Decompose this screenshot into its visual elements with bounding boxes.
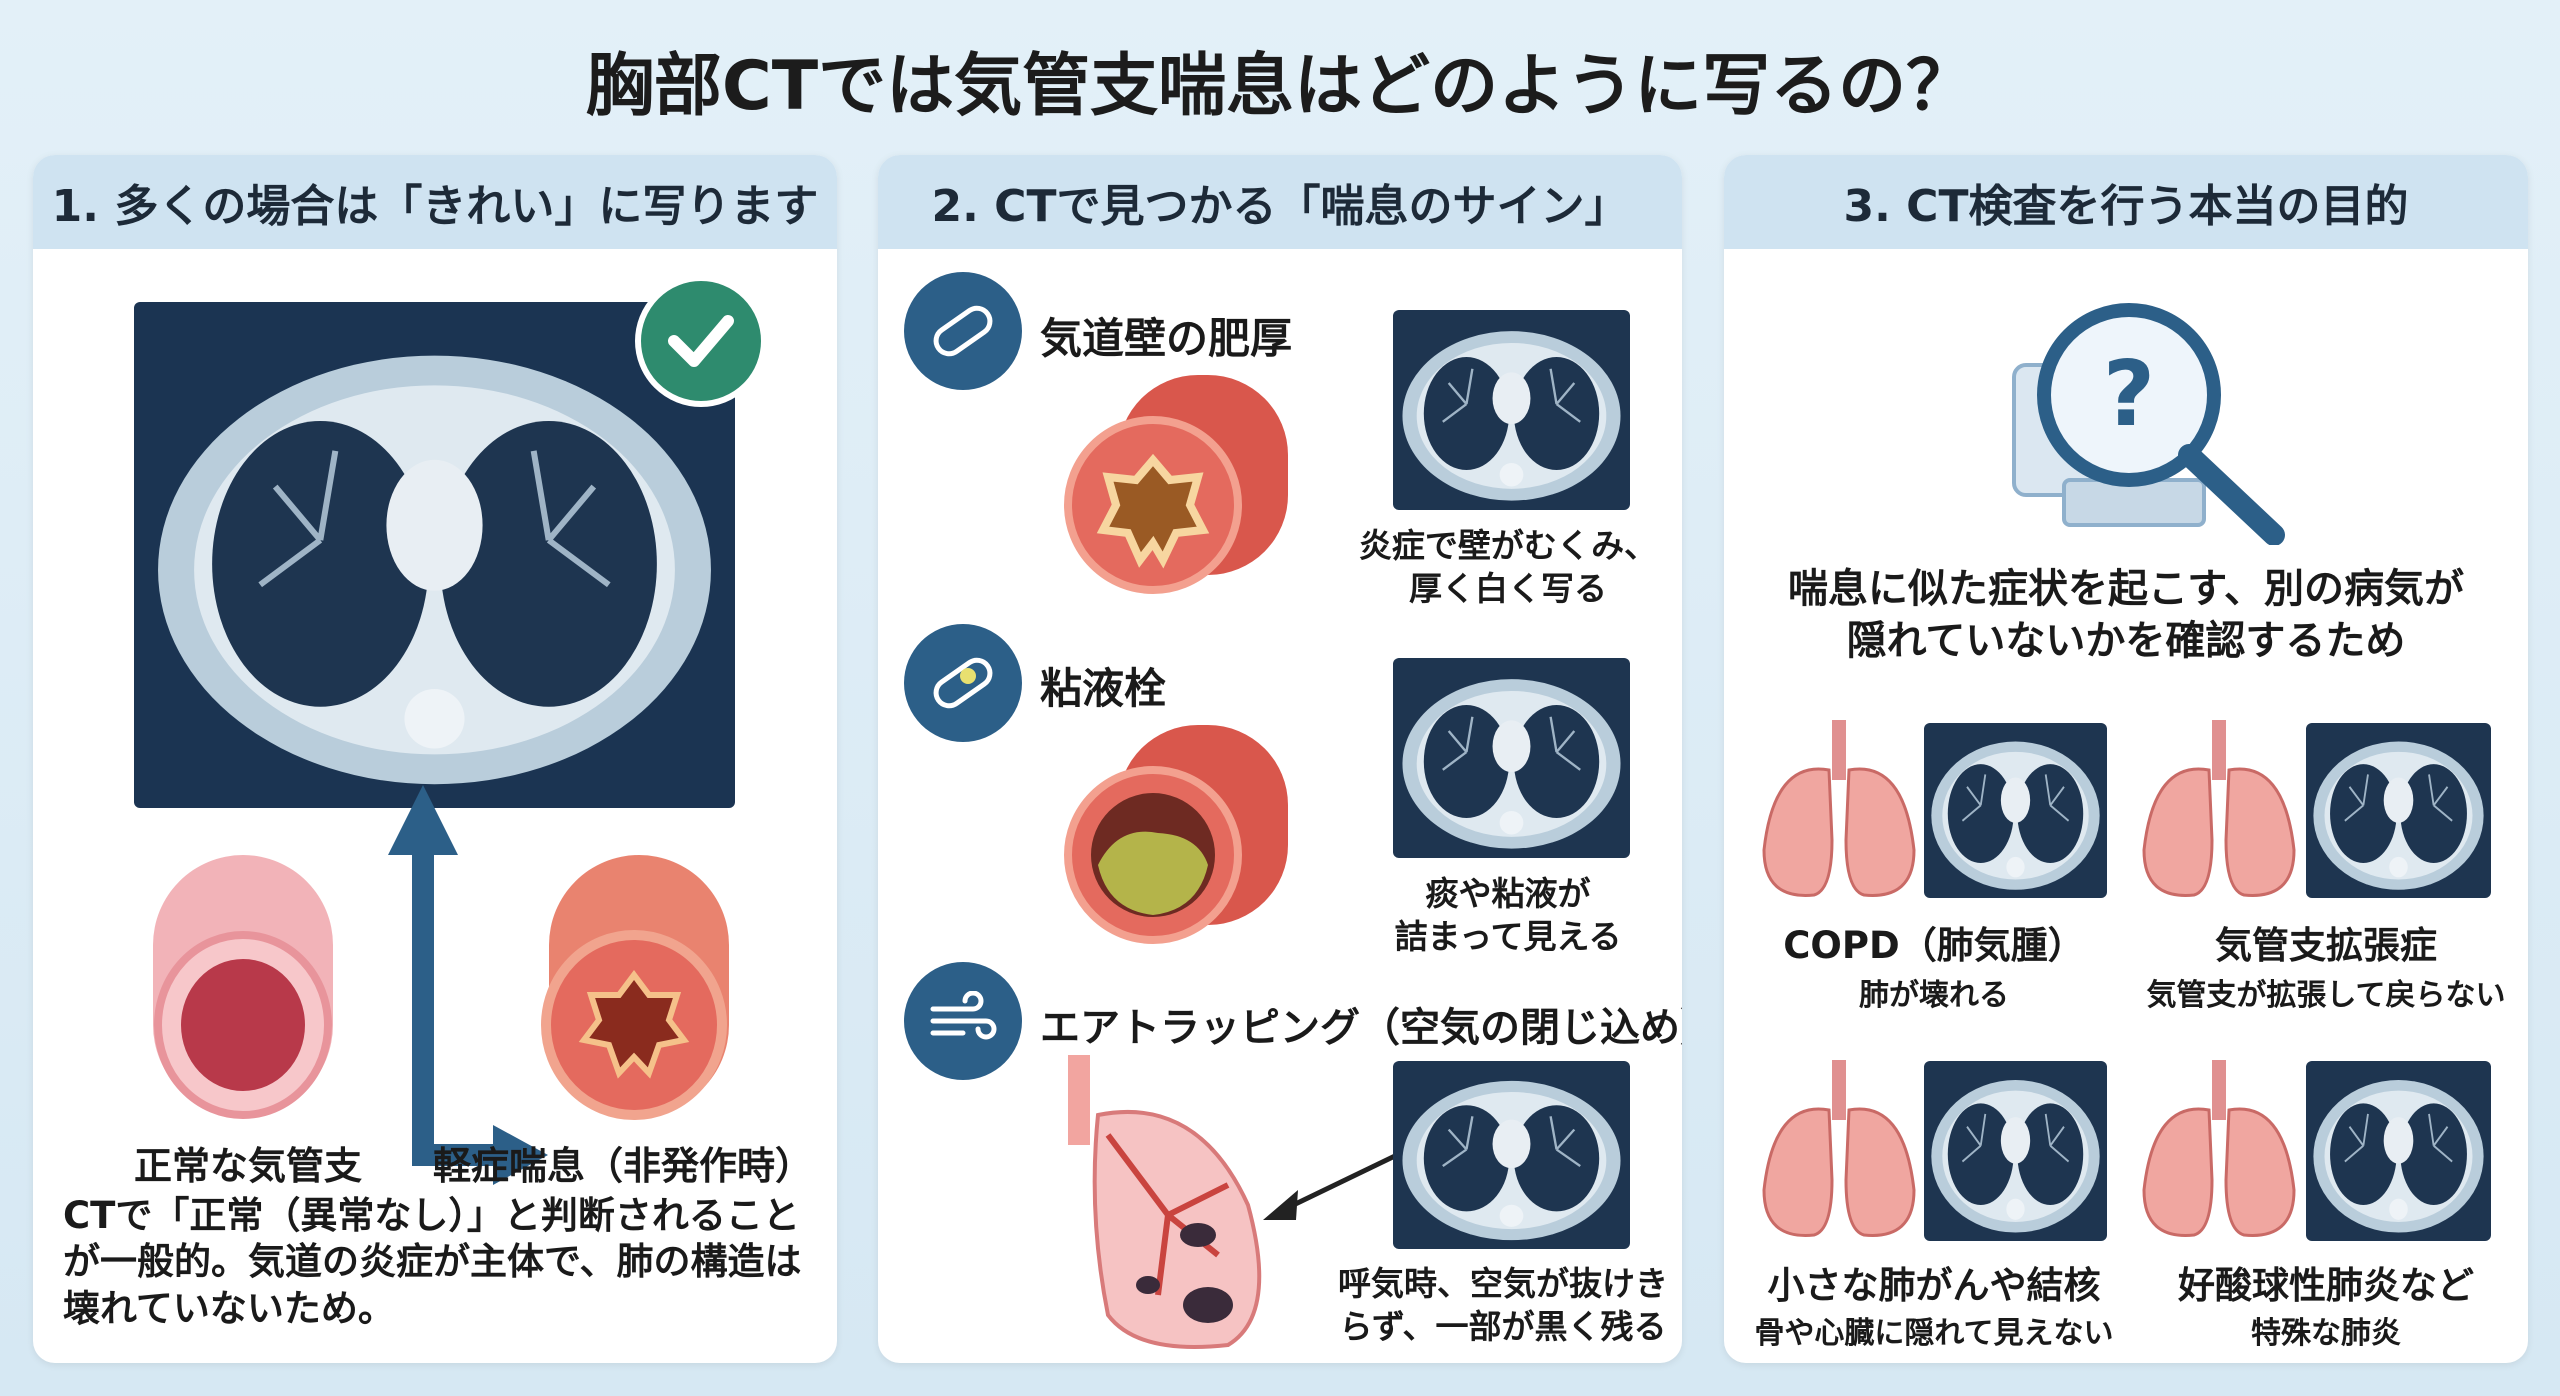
panel-normal-ct: 1. 多くの場合は「きれい」に写ります 正常な気管支 軽症喘息（非発作時） CT… <box>33 155 837 1363</box>
ct-thickened-wall <box>1393 310 1630 510</box>
disease-name: 好酸球性肺炎など <box>2178 1264 2474 1307</box>
mild-asthma-label: 軽症喘息（非発作時） <box>433 1144 814 1188</box>
sign-caption: 呼気時、空気が抜けきらず、一部が黒く残る <box>1338 1263 1668 1349</box>
lung-illustration-bronchiectasis <box>2134 720 2304 914</box>
sign-caption: 痰や粘液が詰まって見える <box>1358 873 1658 959</box>
arrow-icon <box>388 785 548 1185</box>
check-icon <box>635 275 767 407</box>
panel-header: 2. CTで見つかる「喘息のサイン」 <box>878 155 1682 249</box>
sign-caption: 炎症で壁がむくみ、厚く白く写る <box>1358 525 1658 611</box>
panel1-description: CTで「正常（異常なし）」と判断されること が一般的。気道の炎症が主体で、肺の構… <box>63 1193 802 1332</box>
lung-illustration-eosinophilic <box>2134 1060 2304 1254</box>
lung-illustration-copd <box>1754 720 1924 914</box>
normal-bronchus-illustration <box>153 855 333 1119</box>
page-title: 胸部CTでは気管支喘息はどのように写るの？ <box>585 47 1975 126</box>
disease-name: 気管支拡張症 <box>2215 924 2437 967</box>
disease-desc: 骨や心臓に隠れて見えない <box>1754 1316 2114 1351</box>
ct-bronchiectasis <box>2306 723 2491 898</box>
caption-line: 呼気時、空気が抜けき <box>1338 1264 1668 1303</box>
ct-mucus-plug <box>1393 658 1630 858</box>
caption-line: 炎症で壁がむくみ、 <box>1358 526 1658 565</box>
disease-desc: 気管支が拡張して戻らない <box>2146 978 2506 1013</box>
disease-desc: 特殊な肺炎 <box>2251 1316 2401 1351</box>
thickened-wall-illustration <box>1064 375 1288 594</box>
panel-asthma-signs: 2. CTで見つかる「喘息のサイン」 気道壁の肥厚 炎症で壁がむくみ、厚く白く写… <box>878 155 1682 1363</box>
panel-ct-purpose: 3. CT検査を行う本当の目的 ? 喘息に似た症状を起こす、別の病気が隠れていな… <box>1724 155 2528 1363</box>
air-trapping-lung-illustration <box>1068 1055 1262 1349</box>
sign-title: エアトラッピング（空気の閉じ込め） <box>1040 1005 1682 1051</box>
sign-title: 粘液栓 <box>1040 664 1167 713</box>
airway-tube-icon <box>904 272 1022 390</box>
asthma-bronchus-illustration <box>541 855 729 1120</box>
ct-copd <box>1924 723 2107 898</box>
description-line: CTで「正常（異常なし）」と判断されること <box>63 1194 800 1237</box>
lung-illustration-cancer <box>1754 1060 1924 1254</box>
caption-line: 詰まって見える <box>1394 916 1622 956</box>
mucus-plug-icon <box>904 624 1022 742</box>
ct-cancer-tb <box>1924 1061 2107 1241</box>
purpose-line: 喘息に似た症状を起こす、別の病気が <box>1788 566 2464 612</box>
disease-name: 小さな肺がんや結核 <box>1767 1264 2101 1307</box>
purpose-text: 喘息に似た症状を起こす、別の病気が隠れていないかを確認するため <box>1724 563 2528 667</box>
caption-line: 厚く白く写る <box>1409 568 1607 608</box>
disease-name: COPD（肺気腫） <box>1783 924 2085 967</box>
description-line: 壊れていないため。 <box>63 1286 395 1330</box>
caption-line: らず、一部が黒く残る <box>1339 1306 1667 1346</box>
panel-header: 3. CT検査を行う本当の目的 <box>1724 155 2528 249</box>
normal-ct-image <box>134 302 735 808</box>
purpose-line: 隠れていないかを確認するため <box>1846 618 2406 664</box>
caption-line: 痰や粘液が <box>1425 874 1591 913</box>
ct-magnifier-question-icon: ? <box>2012 303 2285 545</box>
ct-eosinophilic-pneumonia <box>2306 1061 2491 1241</box>
svg-text:?: ? <box>2103 342 2155 447</box>
ct-air-trapping <box>1393 1061 1630 1249</box>
mucus-plug-illustration <box>1064 725 1288 944</box>
normal-bronchus-label: 正常な気管支 <box>133 1144 362 1188</box>
sign-title: 気道壁の肥厚 <box>1040 314 1293 363</box>
wind-icon <box>904 962 1022 1080</box>
description-line: が一般的。気道の炎症が主体で、肺の構造は <box>63 1240 802 1284</box>
panel-header: 1. 多くの場合は「きれい」に写ります <box>33 155 837 249</box>
disease-desc: 肺が壊れる <box>1859 978 2009 1013</box>
